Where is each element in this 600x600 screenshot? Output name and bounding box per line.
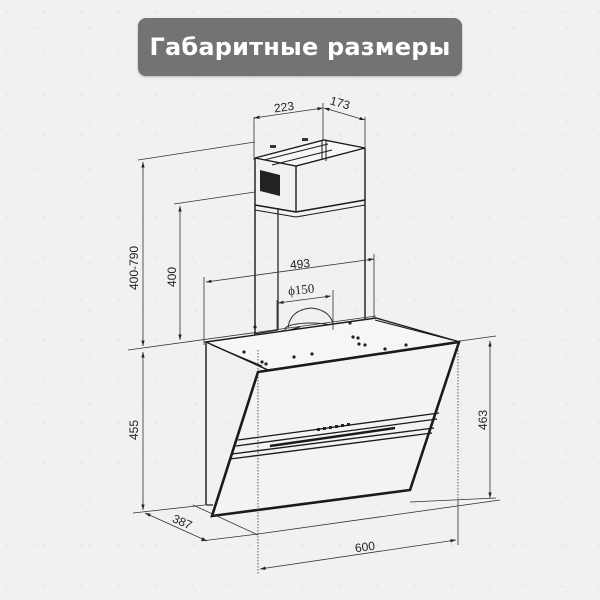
hood-body [203, 317, 461, 518]
dimension-labels: 223 173 400-790 400 493 ϕ150 455 463 387… [127, 94, 490, 556]
dim-mount-width: 493 [289, 256, 311, 272]
dim-chimney-lower-height: 400 [165, 267, 179, 287]
control-buttons [317, 423, 350, 431]
vent-grille-icon [260, 170, 280, 196]
dim-width: 600 [354, 539, 376, 555]
chimney [253, 138, 366, 335]
title-badge: Габаритные размеры [138, 18, 462, 76]
dim-total-height: 400-790 [127, 246, 141, 290]
page-title: Габаритные размеры [149, 33, 451, 61]
dim-glass-height: 463 [476, 410, 490, 430]
dim-body-height: 455 [127, 420, 141, 440]
dim-outlet-diameter: ϕ150 [287, 281, 315, 299]
dimension-lines [127, 103, 501, 575]
dim-depth: 387 [170, 511, 194, 532]
dim-chimney-width: 223 [273, 99, 295, 116]
dim-chimney-depth: 173 [328, 94, 351, 113]
